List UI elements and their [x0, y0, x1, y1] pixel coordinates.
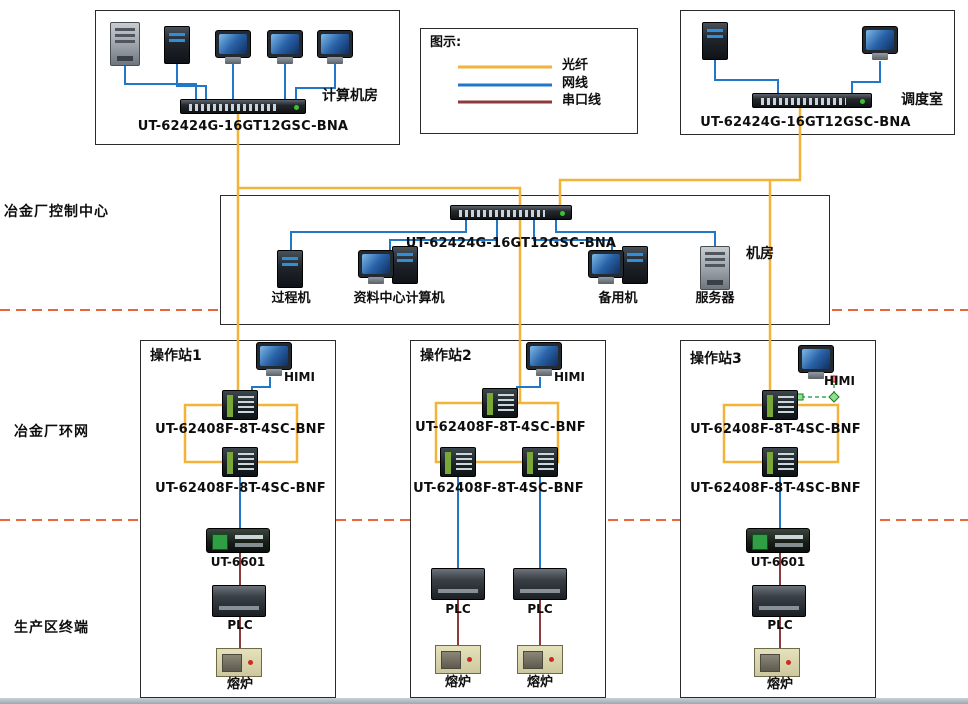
- device-label: 备用机: [598, 291, 638, 306]
- plc-label: PLC: [445, 602, 471, 616]
- industrial-switch-icon: [762, 390, 798, 420]
- monitor-icon: [358, 250, 394, 278]
- industrial-switch-icon: [222, 390, 258, 420]
- computer-tower-icon: [164, 26, 190, 64]
- furnace-icon: [517, 645, 563, 674]
- window-bottom-edge: [0, 698, 968, 704]
- industrial-switch-icon: [762, 447, 798, 477]
- switch-model-label: UT-62408F-8T-4SC-BNF: [155, 481, 326, 496]
- hmi-monitor-icon: [798, 345, 834, 373]
- plc-label: PLC: [527, 602, 553, 616]
- switch-model-label: UT-62408F-8T-4SC-BNF: [413, 481, 584, 496]
- furnace-label: 熔炉: [526, 675, 553, 690]
- industrial-switch-icon: [440, 447, 476, 477]
- process-computer-icon: [277, 250, 303, 288]
- room-title: 机房: [746, 246, 774, 262]
- station-title: 操作站1: [150, 348, 202, 364]
- converter-label: UT-6601: [750, 555, 806, 569]
- plc-icon: [752, 585, 806, 617]
- zone-label-ring-network: 冶金厂环网: [14, 424, 89, 440]
- industrial-switch-icon: [522, 447, 558, 477]
- computer-tower-icon: [622, 246, 648, 284]
- monitor-icon: [862, 26, 898, 54]
- plc-label: PLC: [767, 618, 793, 632]
- furnace-icon: [754, 648, 800, 677]
- monitor-icon: [267, 30, 303, 58]
- room-title: 调度室: [901, 92, 943, 108]
- server-icon: [700, 246, 730, 290]
- station-title: 操作站3: [690, 351, 742, 367]
- monitor-icon: [215, 30, 251, 58]
- switch-model-label: UT-62424G-16GT12GSC-BNA: [700, 115, 911, 130]
- hmi-monitor-icon: [256, 342, 292, 370]
- switch-model-label: UT-62408F-8T-4SC-BNF: [690, 422, 861, 437]
- computer-tower-icon: [702, 22, 728, 60]
- device-label: 过程机: [271, 291, 311, 306]
- furnace-label: 熔炉: [444, 675, 471, 690]
- furnace-icon: [216, 648, 262, 677]
- rack-switch-icon: [752, 93, 872, 108]
- plc-label: PLC: [227, 618, 253, 632]
- plc-icon: [513, 568, 567, 600]
- switch-model-label: UT-62424G-16GT12GSC-BNA: [405, 236, 617, 251]
- legend-item-label: 串口线: [562, 93, 602, 108]
- furnace-label: 熔炉: [226, 677, 253, 692]
- switch-model-label: UT-62424G-16GT12GSC-BNA: [137, 119, 349, 134]
- station-title: 操作站2: [420, 348, 472, 364]
- switch-model-label: UT-62408F-8T-4SC-BNF: [155, 422, 326, 437]
- device-label: 服务器: [695, 291, 735, 306]
- hmi-label: HIMI: [284, 370, 315, 384]
- monitor-icon: [588, 250, 624, 278]
- media-converter-icon: [206, 528, 270, 553]
- furnace-icon: [435, 645, 481, 674]
- converter-label: UT-6601: [210, 555, 266, 569]
- industrial-switch-icon: [222, 447, 258, 477]
- switch-model-label: UT-62408F-8T-4SC-BNF: [690, 481, 861, 496]
- zone-label-production: 生产区终端: [14, 620, 89, 636]
- core-switch-icon: [450, 205, 572, 220]
- hmi-monitor-icon: [526, 342, 562, 370]
- rack-switch-icon: [180, 99, 306, 114]
- server-icon: [110, 22, 140, 66]
- media-converter-icon: [746, 528, 810, 553]
- hmi-label: HIMI: [824, 374, 855, 388]
- switch-model-label: UT-62408F-8T-4SC-BNF: [415, 420, 586, 435]
- zone-label-control-center: 冶金厂控制中心: [4, 204, 109, 220]
- industrial-switch-icon: [482, 388, 518, 418]
- legend-item-label: 网线: [562, 76, 589, 91]
- monitor-icon: [317, 30, 353, 58]
- hmi-label: HIMI: [554, 370, 585, 384]
- device-label: 资料中心计算机: [353, 291, 445, 306]
- furnace-label: 熔炉: [766, 677, 793, 692]
- legend-item-label: 光纤: [562, 58, 589, 73]
- plc-icon: [431, 568, 485, 600]
- room-title: 计算机房: [322, 88, 378, 104]
- legend-title: 图示:: [430, 35, 462, 50]
- plc-icon: [212, 585, 266, 617]
